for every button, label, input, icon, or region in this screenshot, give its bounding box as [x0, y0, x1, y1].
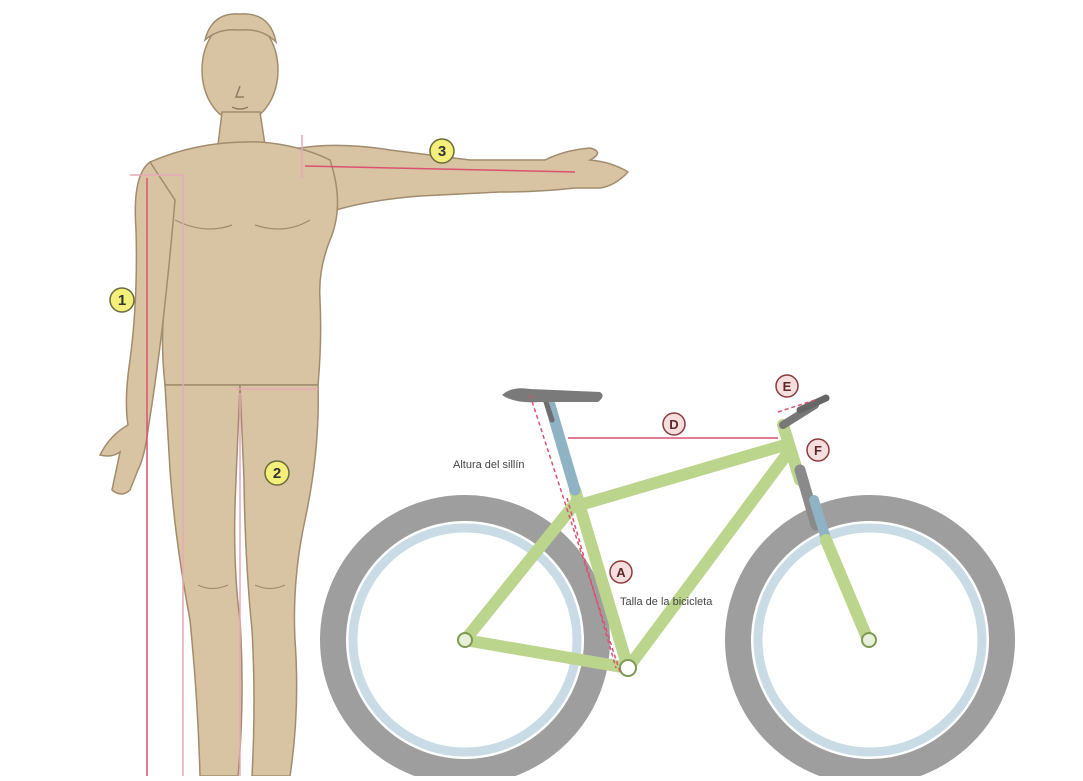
- rear-hub: [458, 633, 472, 647]
- bicycle: [333, 388, 1002, 772]
- saddle: [502, 388, 603, 402]
- saddle-height-label: Altura del sillín: [453, 459, 525, 471]
- bottom-bracket: [620, 660, 636, 676]
- badge-1-text: 1: [118, 292, 126, 309]
- badge-3-text: 3: [438, 143, 446, 160]
- badge-a-text: A: [616, 565, 626, 580]
- left-leg: [165, 385, 242, 776]
- badge-f: F: [807, 439, 829, 461]
- badge-3: 3: [430, 139, 454, 163]
- badge-f-text: F: [814, 443, 822, 458]
- badge-d: D: [663, 413, 685, 435]
- frame-size-label: Talla de la bicicleta: [620, 596, 713, 608]
- right-leg: [240, 385, 318, 776]
- front-hub: [862, 633, 876, 647]
- badge-e: E: [776, 375, 798, 397]
- badge-a: A: [610, 561, 632, 583]
- right-arm: [300, 145, 628, 210]
- badge-1: 1: [110, 288, 134, 312]
- badge-d-text: D: [669, 417, 678, 432]
- badge-e-text: E: [783, 379, 792, 394]
- neck: [218, 112, 265, 145]
- badge-2: 2: [265, 461, 289, 485]
- badge-2-text: 2: [273, 465, 281, 482]
- torso: [150, 142, 338, 385]
